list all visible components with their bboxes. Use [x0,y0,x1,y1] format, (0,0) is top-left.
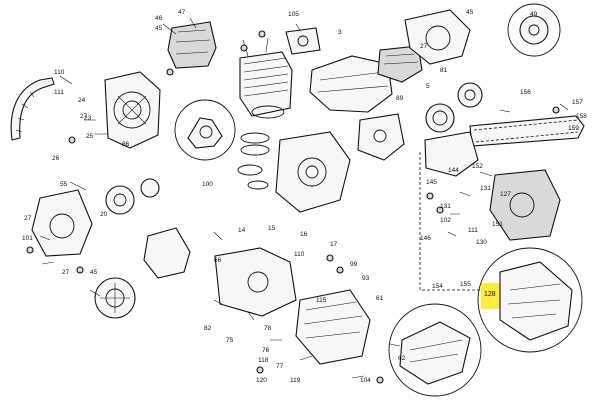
highlighted-part-label: 128 [484,291,496,298]
part-label: 49 [530,11,538,18]
assembly-bracket [419,152,480,291]
part-label: 152 [472,163,483,170]
part-label: 86 [122,141,130,148]
part-label: 15 [268,225,276,232]
part-label: 157 [572,99,583,106]
part-label: 110 [294,251,305,258]
part-label: 81 [440,67,448,74]
part-label: 127 [500,191,511,198]
rear-handle-inset [388,303,482,397]
part-label: 89 [396,95,404,102]
part-label: 110 [54,69,65,76]
part-label: 131 [440,203,451,210]
part-label: 130 [476,239,487,246]
part-label: 45 [90,269,98,276]
part-label: 100 [202,181,213,188]
part-label: 119 [290,377,301,384]
gasket [285,27,321,55]
fan-cover [404,9,471,65]
part-label: 47 [178,9,186,16]
part-label: 27 [80,113,88,120]
part-label: 62 [398,355,406,362]
piston-rings [237,132,270,190]
part-label: 3 [338,29,342,36]
part-label: 118 [258,357,269,364]
part-label: 105 [288,11,299,18]
part-label: 27 [62,269,70,276]
part-label: 61 [376,295,384,302]
clutch [425,82,483,133]
part-label: 77 [276,363,284,370]
part-label: 144 [448,167,459,174]
handle-bar [10,77,55,141]
part-label: 16 [300,231,308,238]
part-label: 24 [78,97,86,104]
part-label: 111 [54,89,64,96]
part-label: 45 [155,25,163,32]
part-label: 26 [52,155,60,162]
part-label: 154 [432,283,443,290]
crankshaft-inset [174,99,236,161]
chain-brake-inset [477,247,583,353]
part-label: 75 [226,337,234,344]
engine-housing [214,247,297,317]
part-label: 159 [568,125,579,132]
part-label: 101 [22,235,33,242]
part-label: 5 [426,83,430,90]
screws [26,30,560,384]
part-label: 102 [440,217,451,224]
part-label: 27 [24,215,32,222]
starter-pulley [105,178,160,215]
part-label: 93 [362,275,370,282]
part-label: 25 [86,133,94,140]
part-label: 14 [238,227,246,234]
part-label: 82 [204,325,212,332]
part-label: 45 [466,9,474,16]
clutch-cover [424,131,561,241]
part-label: 66 [214,257,222,264]
recoil-housing [31,189,93,257]
part-label: 155 [460,281,471,288]
part-label: 158 [576,113,587,120]
part-label: 156 [520,89,531,96]
intake-manifold [143,227,191,279]
cylinder [239,51,293,119]
part-label: 46 [155,15,163,22]
part-label: 131 [480,185,491,192]
starter-cover [104,71,161,149]
part-label: 99 [350,261,358,268]
part-label: 115 [316,297,327,304]
part-label: 151 [492,221,503,228]
part-label: 23 [84,115,92,122]
part-label: 146 [420,235,431,242]
part-labels: 46 45 47 105 3 27 81 45 89 5 110 24 23 2… [22,9,587,384]
part-label: 17 [330,241,338,248]
part-label: 145 [426,179,437,186]
flywheel-inset [507,3,561,57]
part-label: 20 [100,211,108,218]
crankcase [275,131,351,213]
carburetor [357,113,405,161]
guide-bar [469,115,585,147]
top-cover [309,55,393,113]
fuel-tank [295,289,371,365]
part-label: 78 [264,325,272,332]
ignition-flywheel [94,277,136,319]
part-label: 76 [262,347,270,354]
part-label: 120 [256,377,267,384]
part-label: 104 [360,377,371,384]
part-label: 27 [420,43,428,50]
part-label: 111 [468,227,478,234]
filter-cover [167,21,217,69]
part-label: 55 [60,181,68,188]
